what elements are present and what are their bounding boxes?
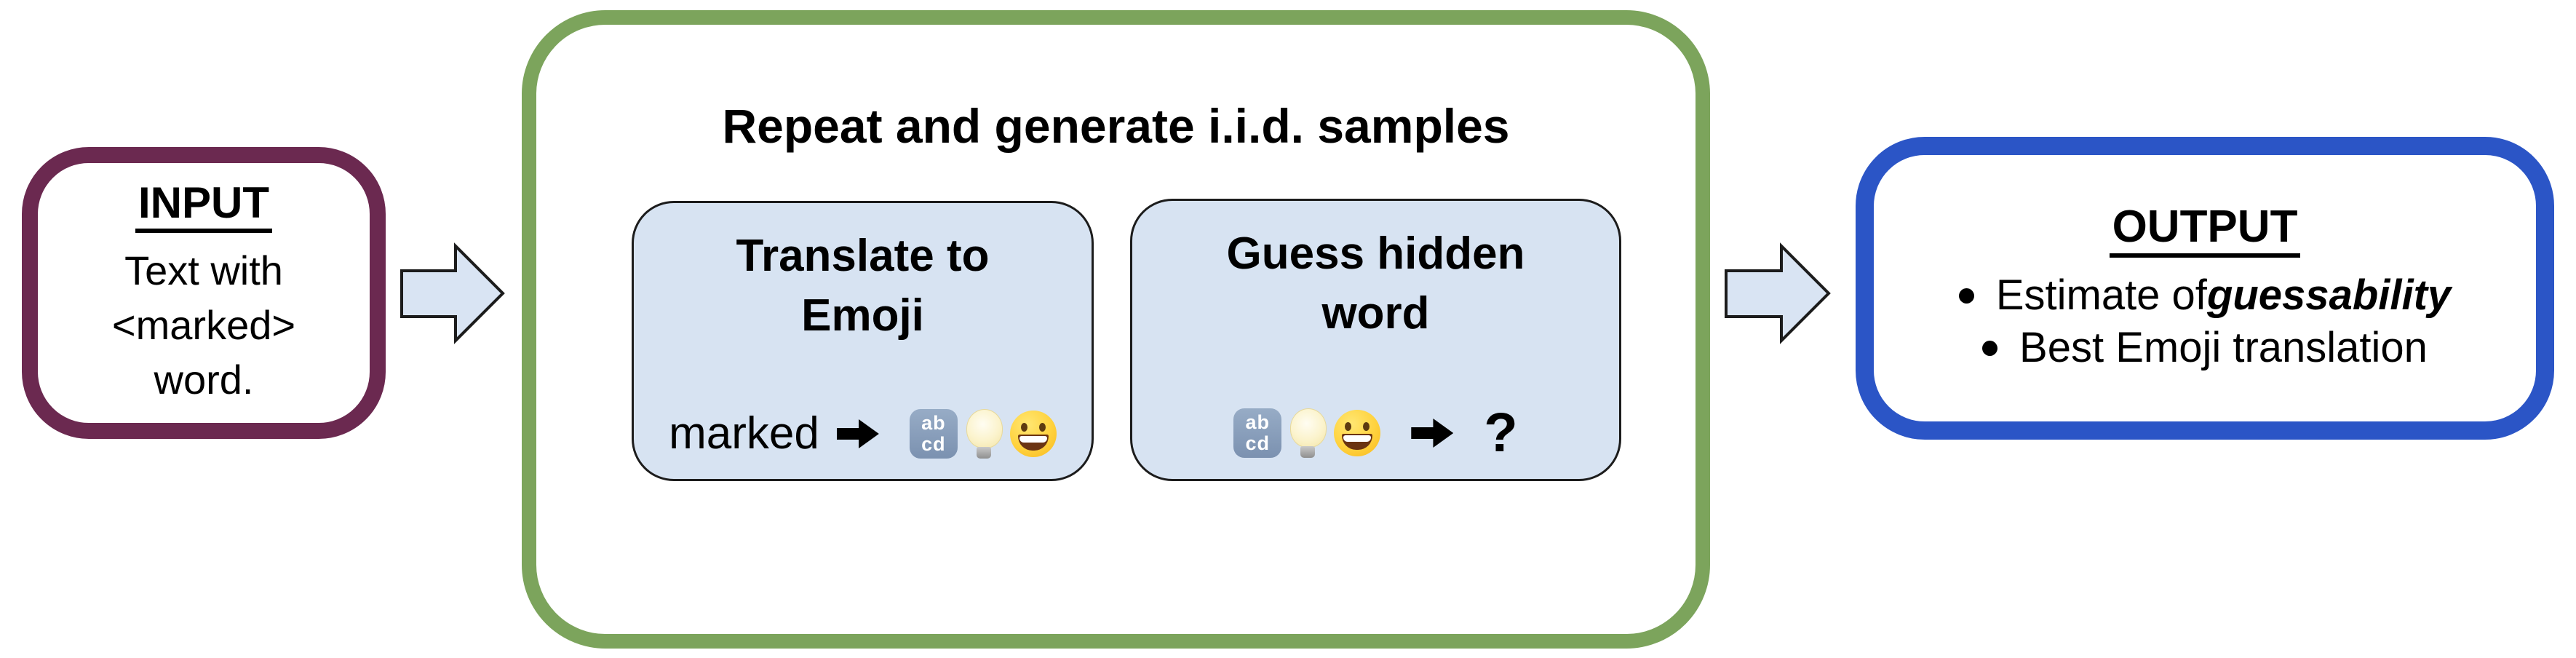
marked-word-label: marked (669, 408, 819, 459)
input-box-title: INPUT (135, 179, 272, 233)
grinning-face-emoji-icon (1334, 410, 1381, 456)
right-arrow-icon (836, 419, 879, 448)
input-to-process-arrow-icon (400, 242, 505, 344)
translate-to-emoji-box: Translate to Emoji marked ab cd (632, 201, 1094, 481)
input-latin-letters-emoji-icon: ab cd (1233, 408, 1282, 458)
light-bulb-emoji-icon (966, 409, 1003, 459)
light-bulb-emoji-icon (1290, 408, 1327, 458)
translate-box-title: Translate to Emoji (736, 231, 990, 341)
right-arrow-icon (1411, 419, 1454, 448)
input-latin-letters-emoji-icon: ab cd (909, 409, 958, 459)
input-box: INPUT Text with <marked> word. (22, 147, 386, 439)
output-bullet-guessability: Estimate of guessability (1958, 269, 2451, 322)
input-box-line: word. (154, 357, 254, 403)
process-to-output-arrow-icon (1725, 242, 1831, 344)
input-box-line: Text with (124, 247, 283, 293)
bullet-dot-icon (1958, 288, 1974, 304)
bullet-dot-icon (1982, 340, 1998, 356)
guess-hidden-word-box: Guess hidden word ab cd ? (1130, 199, 1621, 481)
guess-box-title: Guess hidden word (1226, 229, 1525, 338)
translate-example-row: marked ab cd (634, 409, 1092, 459)
process-title: Repeat and generate i.i.d. samples (722, 99, 1510, 153)
output-bullet-translation: Best Emoji translation (1982, 322, 2428, 374)
grinning-face-emoji-icon (1009, 411, 1057, 457)
guess-example-row: ab cd ? (1132, 402, 1619, 464)
output-box: OUTPUT Estimate of guessability Best Emo… (1856, 137, 2554, 440)
input-box-line: <marked> (111, 302, 296, 348)
question-mark-label: ? (1484, 402, 1518, 464)
output-box-title: OUTPUT (2109, 202, 2301, 258)
